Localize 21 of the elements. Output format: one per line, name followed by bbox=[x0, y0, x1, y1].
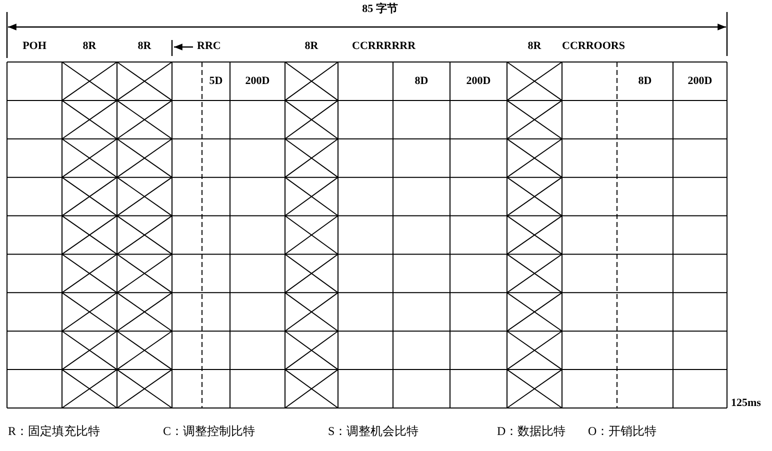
column-label: 8R bbox=[82, 40, 98, 53]
column-label: RRC bbox=[197, 40, 221, 53]
legend-text: R：固定填充比特 bbox=[8, 425, 100, 438]
cell-label: 8D bbox=[637, 75, 653, 88]
legend-text: O：开销比特 bbox=[588, 425, 657, 438]
column-label: 8R bbox=[526, 40, 542, 53]
column-label: POH bbox=[22, 40, 48, 53]
cell-label: 200D bbox=[465, 75, 492, 88]
column-label: CCRROORS bbox=[562, 40, 625, 53]
dimension-label: 85 字节 bbox=[361, 3, 399, 16]
column-label: CCRRRRRR bbox=[352, 40, 416, 53]
column-label: 8R bbox=[304, 40, 320, 53]
legend-text: C：调整控制比特 bbox=[163, 425, 256, 438]
cell-label: 5D bbox=[208, 75, 224, 88]
cell-label: 8D bbox=[414, 75, 430, 88]
cell-label: 200D bbox=[244, 75, 271, 88]
legend-text: D：数据比特 bbox=[497, 425, 566, 438]
legend-text: S：调整机会比特 bbox=[328, 425, 419, 438]
duration-label: 125ms bbox=[731, 397, 761, 410]
cell-label: 200D bbox=[686, 75, 714, 88]
column-label: 8R bbox=[136, 40, 152, 53]
